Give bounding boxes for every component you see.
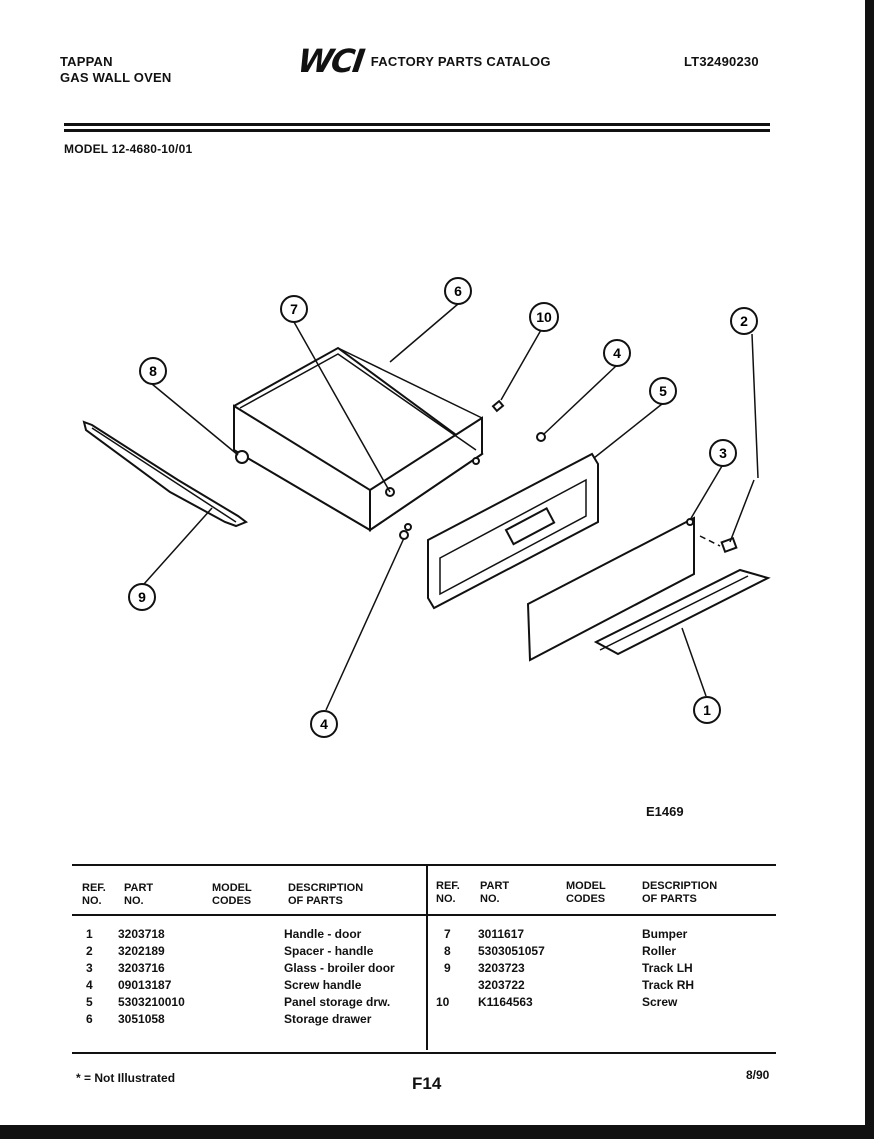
svg-text:6: 6 bbox=[454, 283, 462, 299]
panel-storage-drawer-part bbox=[427, 452, 599, 610]
header-catalog-title: WCI FACTORY PARTS CATALOG bbox=[295, 42, 551, 80]
svg-text:9: 9 bbox=[138, 589, 146, 605]
callout-1: 1 bbox=[693, 696, 721, 724]
diagram-id: E1469 bbox=[646, 804, 684, 819]
product-name: GAS WALL OVEN bbox=[60, 70, 172, 85]
svg-text:3: 3 bbox=[719, 445, 727, 461]
revision-date: 8/90 bbox=[746, 1068, 770, 1082]
header-ref-no-right: REF.NO. bbox=[436, 880, 460, 905]
header-product-info: TAPPAN GAS WALL OVEN bbox=[60, 54, 171, 86]
roller-part bbox=[235, 450, 249, 464]
door-handle-part bbox=[593, 568, 771, 656]
screw-part-10 bbox=[491, 399, 505, 413]
model-number: MODEL 12-4680-10/01 bbox=[64, 142, 193, 156]
table-row: 4 09013187 Screw handle bbox=[86, 978, 362, 992]
handle-spacer-part bbox=[699, 535, 738, 554]
table-row: 3203722 Track RH bbox=[478, 978, 695, 992]
not-illustrated-note: * = Not Illustrated bbox=[76, 1071, 176, 1085]
exploded-parts-diagram: 7 6 10 2 4 8 5 3 9 4 1 bbox=[82, 277, 771, 738]
screw-part-4-upper bbox=[536, 432, 546, 442]
table-row: 8 5303051057 Roller bbox=[444, 944, 677, 958]
svg-text:1: 1 bbox=[703, 702, 711, 718]
callout-6: 6 bbox=[444, 277, 472, 305]
table-row: 6 3051058 Storage drawer bbox=[86, 1012, 372, 1026]
callout-9: 9 bbox=[128, 583, 156, 611]
table-column-divider bbox=[426, 866, 428, 1050]
table-row: 9 3203723 Track LH bbox=[444, 961, 693, 975]
table-left-column: 1 3203718 Handle - door 2 3202189 Spacer… bbox=[72, 926, 426, 1028]
table-row: 7 3011617 Bumper bbox=[444, 927, 688, 941]
svg-text:4: 4 bbox=[613, 345, 621, 361]
table-header-rule bbox=[72, 914, 776, 916]
callout-4-lower: 4 bbox=[310, 710, 338, 738]
callout-2: 2 bbox=[730, 307, 758, 335]
catalog-number: LT32490230 bbox=[684, 54, 759, 69]
callout-7: 7 bbox=[280, 295, 308, 323]
table-right-column: 7 3011617 Bumper 8 5303051057 Roller 9 3… bbox=[426, 926, 776, 1011]
callout-10: 10 bbox=[529, 302, 559, 332]
callout-3: 3 bbox=[709, 439, 737, 467]
table-row: 3 3203716 Glass - broiler door bbox=[86, 961, 395, 975]
callout-4-upper: 4 bbox=[603, 339, 631, 367]
callout-5: 5 bbox=[649, 377, 677, 405]
header-rule-bottom bbox=[64, 129, 770, 132]
svg-text:5: 5 bbox=[659, 383, 667, 399]
svg-text:2: 2 bbox=[740, 313, 748, 329]
catalog-title: FACTORY PARTS CATALOG bbox=[370, 53, 551, 69]
storage-drawer-part bbox=[233, 346, 484, 532]
screw-part-4-lower bbox=[399, 530, 409, 540]
brand-name: TAPPAN bbox=[60, 54, 113, 69]
track-rail-part bbox=[82, 420, 249, 528]
header-ref-no: REF.NO. bbox=[82, 882, 106, 907]
callout-8: 8 bbox=[139, 357, 167, 385]
svg-text:8: 8 bbox=[149, 363, 157, 379]
table-row: 2 3202189 Spacer - handle bbox=[86, 944, 374, 958]
table-row: 1 3203718 Handle - door bbox=[86, 927, 362, 941]
svg-text:4: 4 bbox=[320, 716, 328, 732]
svg-text:10: 10 bbox=[536, 309, 552, 325]
table-row: 10 K1164563 Screw bbox=[436, 995, 678, 1009]
wci-logo: WCI bbox=[295, 42, 366, 80]
page-number: F14 bbox=[412, 1074, 442, 1093]
table-row: 5 5303210010 Panel storage drw. bbox=[86, 995, 391, 1009]
svg-text:7: 7 bbox=[290, 301, 298, 317]
header-rule-top bbox=[64, 123, 770, 126]
